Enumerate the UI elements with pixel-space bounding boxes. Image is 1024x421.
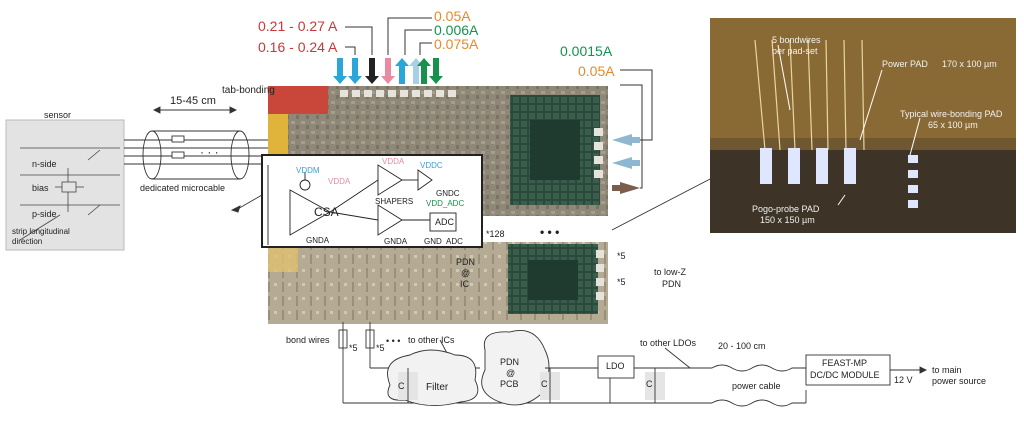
ldo-label: LDO xyxy=(606,361,625,371)
pdn-pcb-line2: @ xyxy=(506,368,516,378)
photo-pogo-line1: Pogo-probe PAD xyxy=(752,204,820,214)
current-arrow-5 xyxy=(395,58,409,84)
feast-line1: FEAST-MP xyxy=(822,358,868,368)
cable-label: dedicated microcable xyxy=(140,183,226,193)
main-dots: • • • xyxy=(540,225,560,239)
current-arrow-3 xyxy=(365,58,379,84)
pdn-ic-line3: IC xyxy=(460,279,469,289)
twelve-v-label: 12 V xyxy=(894,375,913,385)
tab-bonding-label: tab-bonding xyxy=(222,85,275,96)
pdn-ic-line2: @ xyxy=(461,268,471,278)
vdda-left-label: VDDA xyxy=(328,177,351,186)
cable-dots: · · · xyxy=(200,145,219,159)
microcable xyxy=(124,106,270,213)
current-arrow-4 xyxy=(381,58,395,84)
sensor-title: sensor xyxy=(44,110,72,120)
current-arrow-7 xyxy=(417,58,431,84)
cable-length: 15-45 cm xyxy=(170,95,216,107)
to-other-ics-label: to other ICs xyxy=(408,335,455,345)
photo-bondwires-line1: 5 bondwires xyxy=(772,35,821,45)
photo-typical-line2: 65 x 100 µm xyxy=(928,120,978,130)
current-arrow-2 xyxy=(348,58,362,84)
vddc-label: VDDC xyxy=(420,161,443,170)
sensor-strip-line1: strip longitudinal xyxy=(12,227,70,236)
current-label-side-2: 0.05A xyxy=(578,63,615,79)
current-label-side-1: 0.0015A xyxy=(560,43,613,59)
bond-dots: • • • xyxy=(386,336,401,346)
vdda-mid-label: VDDA xyxy=(382,157,405,166)
lowz-mult-bottom: *5 xyxy=(617,277,626,287)
zoom-line xyxy=(611,177,713,231)
photo-power-pad-dim: 170 x 100 µm xyxy=(942,59,997,69)
bond-mult-a: *5 xyxy=(349,343,358,353)
shapers-label: SHAPERS xyxy=(375,197,414,206)
current-label-right-1: 0.05A xyxy=(434,8,471,24)
cap-b-label: C xyxy=(541,379,548,389)
bond-wires-label: bond wires xyxy=(286,335,330,345)
power-cable-length: 20 - 100 cm xyxy=(718,341,766,351)
filter-label: Filter xyxy=(426,382,449,393)
circuit-inset xyxy=(261,154,483,248)
pdn-ic-line1: PDN xyxy=(456,257,476,267)
adc-label: ADC xyxy=(435,217,455,227)
main-power-line2: power source xyxy=(932,376,987,386)
board-circuit xyxy=(338,322,928,407)
current-arrow-1 xyxy=(333,58,347,84)
feast-line2: DC/DC MODULE xyxy=(810,370,880,380)
vdd-adc-label: VDD_ADC xyxy=(426,199,465,208)
pdn-pcb-line3: PCB xyxy=(500,379,519,389)
sensor-n-side: n-side xyxy=(32,159,57,169)
gnd-adc-label: GND xyxy=(424,237,442,246)
current-arrow-8 xyxy=(429,58,443,84)
sensor-bias: bias xyxy=(32,183,49,193)
gnda-mid-label: GNDA xyxy=(384,237,408,246)
current-label-left-top: 0.21 - 0.27 A xyxy=(258,18,338,34)
photo-bondwires-line2: per pad-set xyxy=(772,46,818,56)
current-label-right-2: 0.006A xyxy=(434,22,479,38)
lowz-mult-top: *5 xyxy=(617,251,626,261)
lowz-line1: to low-Z xyxy=(654,267,687,277)
gnd-adc-sub-label: ADC xyxy=(446,237,463,246)
main-power-line1: to main xyxy=(932,365,962,375)
power-cable-label: power cable xyxy=(732,381,781,391)
cap-c-label: C xyxy=(646,379,653,389)
bond-mult-b: *5 xyxy=(376,343,385,353)
lowz-line2: PDN xyxy=(662,279,682,289)
gnda-left-label: GNDA xyxy=(306,236,330,245)
csa-label: CSA xyxy=(314,205,339,219)
photo-typical-line1: Typical wire-bonding PAD xyxy=(900,109,1003,119)
pad-photo xyxy=(710,18,1016,233)
gndc-label: GNDC xyxy=(436,189,460,198)
times128-label: *128 xyxy=(486,229,505,239)
current-label-right-3: 0.075A xyxy=(434,36,479,52)
current-label-left-bottom: 0.16 - 0.24 A xyxy=(258,39,338,55)
to-other-ldos-label: to other LDOs xyxy=(640,338,697,348)
vddm-label: VDDM xyxy=(296,166,320,175)
pdn-pcb-line1: PDN xyxy=(500,357,520,367)
sensor-strip-line2: direction xyxy=(12,237,43,246)
sensor-p-side: p-side xyxy=(32,209,57,219)
photo-power-pad: Power PAD xyxy=(882,59,928,69)
current-arrows xyxy=(333,17,653,194)
photo-pogo-line2: 150 x 150 µm xyxy=(760,215,815,225)
sensor-block xyxy=(5,119,125,251)
cap-a-label: C xyxy=(398,381,405,391)
